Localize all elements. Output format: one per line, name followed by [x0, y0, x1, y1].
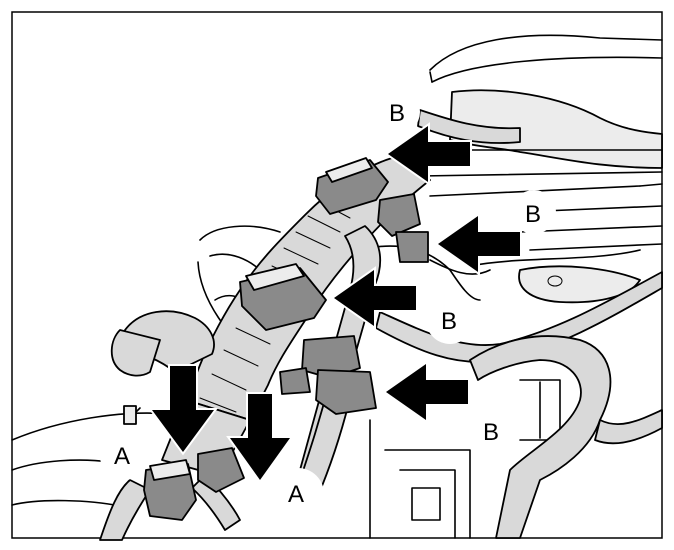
down-arrow-icon: [226, 392, 294, 484]
left-arrow-icon: [330, 266, 418, 330]
callout-a-left: A: [114, 443, 130, 470]
callout-b-lower: B: [483, 419, 499, 446]
callout-group-b: B B B B: [330, 90, 556, 456]
harness-clips: [143, 157, 429, 521]
callout-b-right-upper: B: [525, 201, 541, 228]
left-arrow-icon: [434, 212, 522, 276]
callout-group-a: A A: [100, 364, 324, 520]
left-arrow-icon: [382, 360, 470, 424]
callout-b-top: B: [389, 100, 405, 127]
left-arrow-icon: [384, 122, 472, 186]
callout-a-right: A: [288, 481, 304, 508]
down-arrow-icon: [148, 364, 218, 456]
callout-b-middle: B: [441, 308, 457, 335]
